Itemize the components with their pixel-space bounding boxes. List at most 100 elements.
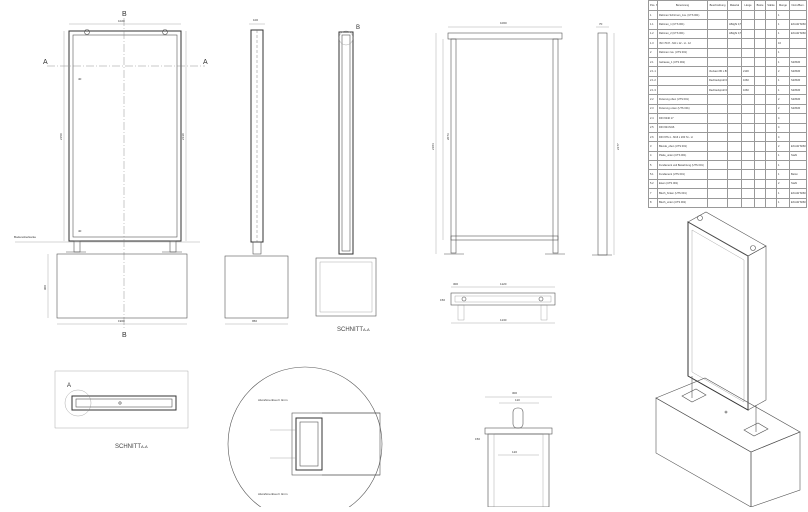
bom-cell: Stahl xyxy=(789,178,807,190)
bom-cell: 4 xyxy=(776,131,790,143)
bom-cell xyxy=(707,131,728,143)
bom-cell: 2 xyxy=(776,178,790,190)
bom-cell xyxy=(765,103,777,115)
bom-cell xyxy=(741,113,755,124)
bom-cell xyxy=(727,94,742,105)
front-foundation xyxy=(56,253,188,319)
bom-cell xyxy=(789,9,807,21)
bom-header-cell: Material xyxy=(727,0,742,11)
bom-cell xyxy=(727,188,742,199)
plan-view: 1120 300 1130 150 xyxy=(440,282,556,324)
bom-cell: Fundament (UTS 001) xyxy=(657,169,708,180)
bom-cell: Rahmen zus. (UTS 001) xyxy=(657,47,708,58)
bom-cell: 2.2 xyxy=(648,94,658,105)
bom-cell: 5.2 xyxy=(648,178,658,190)
iso-panel-side xyxy=(747,245,767,411)
section-a-view: A SCHNITT A-A xyxy=(54,370,189,450)
side-foundation xyxy=(224,255,289,319)
bom-cell xyxy=(765,9,777,21)
bom-cell xyxy=(765,19,777,30)
bom-cell xyxy=(707,94,728,105)
bom-cell xyxy=(707,197,728,208)
bom-cell: 1 xyxy=(776,150,790,162)
dim-narrow-top: 70 xyxy=(599,22,603,26)
bom-cell: AlMgSi 0,5 F22 xyxy=(727,19,742,30)
bom-cell: Eisen (UTS 001) xyxy=(657,178,708,190)
bom-cell: 1 xyxy=(776,84,790,96)
bom-cell xyxy=(765,159,777,171)
bom-cell xyxy=(765,94,777,105)
bom-cell xyxy=(754,94,766,105)
section-b-hatch xyxy=(319,261,373,313)
iso-foundation-front xyxy=(655,397,752,508)
bom-header-cell: Norm/Bem. xyxy=(789,0,807,11)
bom-cell: S235JR xyxy=(789,56,807,68)
bom-cell xyxy=(727,169,742,180)
bom-cell xyxy=(789,47,807,58)
bom-cell: 1060 xyxy=(741,84,755,96)
bom-cell: DIN 934 M16 xyxy=(657,122,708,133)
iso-center-mark xyxy=(724,410,728,414)
section-b-column-inner xyxy=(341,34,351,252)
plan-inner xyxy=(454,295,552,303)
bom-cell: 2.4 xyxy=(648,113,658,124)
bom-cell xyxy=(754,28,766,40)
section-b-foundation xyxy=(315,257,377,317)
bom-cell: 1060 xyxy=(741,75,755,87)
section-b-bottom-label: B xyxy=(122,332,127,339)
bom-cell xyxy=(754,197,766,208)
frame-bottom-beam xyxy=(450,235,559,241)
bom-cell xyxy=(741,47,755,58)
narrow-frame-view: 70 2177 xyxy=(592,22,620,256)
bom-cell: 5.1 xyxy=(648,169,658,180)
bom-header-cell: Breite xyxy=(754,0,766,11)
dim-front-height-left: 2150 xyxy=(59,133,63,140)
frame-right-post xyxy=(552,38,559,254)
bom-cell: Fundament und Bewehrung (UTS 001) xyxy=(657,159,708,171)
detail-a-marker: A xyxy=(67,383,71,389)
bom-header-cell: Benennung xyxy=(657,0,708,11)
bom-cell xyxy=(741,188,755,199)
dim-front-small-1: 40 xyxy=(78,77,82,81)
front-view: A A B B 1020 2150 2130 40 40 Bodenoberka… xyxy=(14,11,208,339)
frame-left-post xyxy=(450,38,457,254)
bom-cell xyxy=(754,47,766,58)
bom-cell xyxy=(754,159,766,171)
detail-view: Alurahmenbau h 4mm Alurahmenbau h 4mm xyxy=(227,366,383,512)
iso-baseplate-left xyxy=(681,388,707,403)
bom-cell xyxy=(741,159,755,171)
bom-cell: AlMgSi 0,5 F22 xyxy=(727,28,742,40)
bom-cell xyxy=(765,113,777,124)
bom-cell xyxy=(707,47,728,58)
bom-cell xyxy=(754,150,766,162)
bom-cell xyxy=(727,47,742,58)
bom-cell: 2.1.3 xyxy=(648,84,658,96)
bom-cell: S235JR xyxy=(789,84,807,96)
bom-cell: Rahmen_1 (UTS 001) xyxy=(657,19,708,30)
dim-detail-top: 300 xyxy=(512,391,517,395)
bom-cell: Stahl xyxy=(789,150,807,162)
plan-bolt-left xyxy=(461,296,467,302)
bom-cell xyxy=(727,84,742,96)
bom-cell: 3 xyxy=(648,141,658,152)
bom-cell xyxy=(765,47,777,58)
section-caption-2: SCHNITT xyxy=(115,444,141,450)
iso-baseplate-right xyxy=(743,422,769,437)
bom-cell xyxy=(765,56,777,68)
iso-panel-inner xyxy=(691,229,745,403)
section-a-detail-circle xyxy=(64,389,92,417)
section-b-view: B SCHNITT A-A xyxy=(315,25,377,333)
dim-front-top: 1020 xyxy=(118,19,125,23)
bom-cell: EN AW 6060 xyxy=(789,19,807,30)
bom-cell: DIN 976-1 - M16 x 200 St - H xyxy=(657,131,708,143)
iso-hook-right xyxy=(750,245,756,251)
bom-cell xyxy=(789,122,807,133)
dim-plan-side: 150 xyxy=(440,298,445,302)
bom-cell xyxy=(765,84,777,96)
frame-top-beam xyxy=(447,32,563,40)
